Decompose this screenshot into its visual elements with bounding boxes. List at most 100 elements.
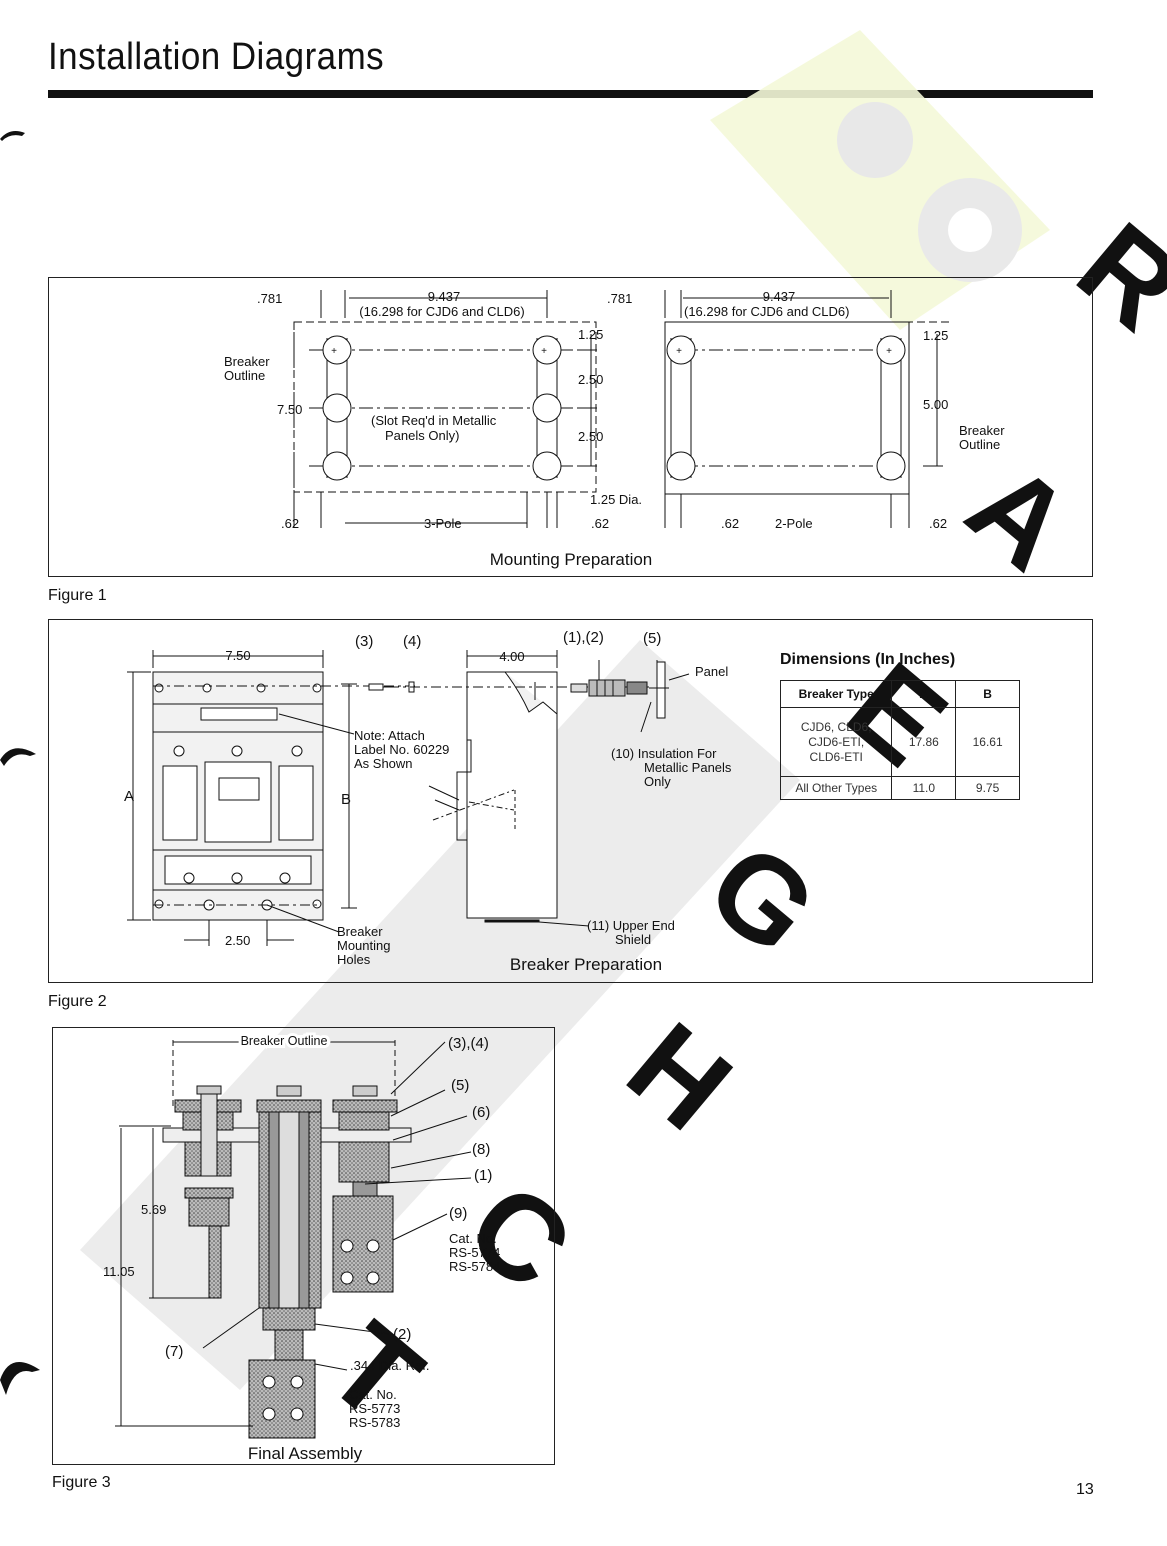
type-line: CLD6-ETI [809, 749, 863, 764]
part-10-line-3: Only [644, 774, 671, 789]
three-pole-mid2: 2.50 [578, 429, 603, 444]
part-1-2-label: (1),(2) [563, 629, 604, 646]
three-pole-top: 1.25 [578, 327, 603, 342]
header-breaker-type: Breaker Type [779, 680, 893, 708]
figure2-title: Breaker Preparation [510, 955, 662, 974]
height-569: 5.69 [141, 1202, 166, 1217]
label-note-2: Label No. 60229 [354, 742, 449, 757]
two-pole-outline-1: Breaker [959, 423, 1005, 438]
row-b: 16.61 [955, 707, 1020, 777]
dim-b-label: B [341, 791, 351, 808]
figure2-panel: 7.50 4.00 A B 2.50 Note: Attach Label No… [48, 619, 1093, 983]
header-a: A [891, 680, 957, 708]
two-pole-offset: .781 [607, 291, 632, 306]
two-pole-top: 1.25 [923, 328, 948, 343]
figure3-title: Final Assembly [248, 1444, 363, 1463]
part-1-label: (1) [474, 1167, 492, 1184]
two-pole-left-margin: .62 [721, 516, 739, 531]
three-pole-outline-1: Breaker [224, 354, 270, 369]
two-pole-right-margin: .62 [929, 516, 947, 531]
hole-diameter-ref: .344 Dia. Ref. [350, 1358, 430, 1373]
height-1105: 11.05 [103, 1264, 135, 1279]
part-3-4-label: (3),(4) [448, 1035, 489, 1052]
part-3-label: (3) [355, 633, 373, 650]
three-pole-spacing-note: (16.298 for CJD6 and CLD6) [359, 304, 524, 319]
breaker-outline-label: Breaker Outline [241, 1034, 328, 1048]
figure3-caption: Figure 3 [52, 1474, 111, 1491]
part-7-label: (7) [165, 1343, 183, 1360]
svg-text:H: H [603, 997, 756, 1155]
mounting-holes-1: Breaker [337, 924, 383, 939]
three-pole-outline-2: Outline [224, 368, 265, 383]
three-pole-label: 3-Pole [424, 516, 462, 531]
final-assembly-diagram: Breaker Outline (3),(4) (5) (6) (8) (1) … [103, 1031, 500, 1463]
part-4-label: (4) [403, 633, 421, 650]
part-5-label: (5) [643, 630, 661, 647]
margin-mark [0, 748, 36, 766]
page-title: Installation Diagrams [48, 36, 385, 78]
type-line: CJD6, CLD6, [800, 719, 872, 734]
svg-text:+: + [541, 346, 547, 357]
cat2-line-2: RS-5773 [349, 1401, 400, 1416]
cat1-line-3: RS-5784 [449, 1259, 500, 1274]
row-type: CJD6, CLD6, CJD6-ETI, CLD6-ETI [779, 707, 893, 777]
breaker-preparation-diagram: 7.50 4.00 A B 2.50 Note: Attach Label No… [124, 629, 732, 974]
hole-diameter: 1.25 Dia. [590, 492, 642, 507]
row-a: 17.86 [891, 707, 957, 777]
figure2-caption: Figure 2 [48, 993, 107, 1010]
part-5-label: (5) [451, 1077, 469, 1094]
two-pole-outline-2: Outline [959, 437, 1000, 452]
svg-text:+: + [676, 346, 682, 357]
table-row: All Other Types 11.0 9.75 [779, 776, 1020, 800]
hole-spacing: 2.50 [225, 933, 250, 948]
dimensions-title: Dimensions (In Inches) [780, 651, 956, 668]
slot-note-2: Panels Only) [385, 428, 459, 443]
row-type: All Other Types [779, 776, 893, 800]
label-note-1: Note: Attach [354, 728, 425, 743]
part-8-label: (8) [472, 1141, 490, 1158]
cat2-line-3: RS-5783 [349, 1415, 400, 1430]
table-header-row: Breaker Type A B [779, 680, 1020, 708]
two-pole-spacing-note: (16.298 for CJD6 and CLD6) [684, 304, 849, 319]
cat1-line-1: Cat. No. [449, 1231, 497, 1246]
type-line: CJD6-ETI, [808, 734, 865, 749]
two-pole-label: 2-Pole [775, 516, 813, 531]
label-note-3: As Shown [354, 756, 413, 771]
part-11-line-2: Shield [615, 932, 651, 947]
mounting-holes-2: Mounting [337, 938, 390, 953]
three-pole-height: 7.50 [277, 402, 302, 417]
svg-text:+: + [331, 346, 337, 357]
part-11-line-1: (11) Upper End [587, 918, 675, 933]
panel-label: Panel [695, 664, 728, 679]
cat1-line-2: RS-5774 [449, 1245, 500, 1260]
cat2-line-1: Cat. No. [349, 1387, 397, 1402]
two-pole-height: 5.00 [923, 397, 948, 412]
three-pole-left-margin: .62 [281, 516, 299, 531]
part-10-line-2: Metallic Panels [644, 760, 732, 775]
row-b: 9.75 [955, 776, 1020, 800]
breaker-depth: 4.00 [499, 649, 524, 664]
figure1-title: Mounting Preparation [490, 550, 653, 569]
three-pole-spacing: 9.437 [428, 289, 461, 304]
figure3-panel: Breaker Outline (3),(4) (5) (6) (8) (1) … [52, 1027, 555, 1465]
mounting-holes-3: Holes [337, 952, 371, 967]
figure1-panel: + + + + .781 9.437 (16.298 for CJD6 and … [48, 277, 1093, 577]
margin-mark [0, 1362, 40, 1395]
three-pole-mid1: 2.50 [578, 372, 603, 387]
part-6-label: (6) [472, 1104, 490, 1121]
three-pole-right-margin: .62 [591, 516, 609, 531]
margin-mark [0, 131, 25, 141]
breaker-width: 7.50 [225, 648, 250, 663]
dim-a-label: A [124, 788, 134, 805]
part-9-label: (9) [449, 1205, 467, 1222]
table-row: CJD6, CLD6, CJD6-ETI, CLD6-ETI 17.86 16.… [779, 707, 1020, 777]
svg-text:+: + [886, 346, 892, 357]
part-2-label: (2) [393, 1326, 411, 1343]
figure1-caption: Figure 1 [48, 587, 107, 604]
slot-note-1: (Slot Req'd in Metallic [371, 413, 497, 428]
dimensions-table: Breaker Type A B CJD6, CLD6, CJD6-ETI, C… [779, 680, 1020, 800]
row-a: 11.0 [891, 776, 957, 800]
part-10-line-1: (10) Insulation For [611, 746, 717, 761]
header-b: B [955, 680, 1020, 708]
three-pole-offset: .781 [257, 291, 282, 306]
